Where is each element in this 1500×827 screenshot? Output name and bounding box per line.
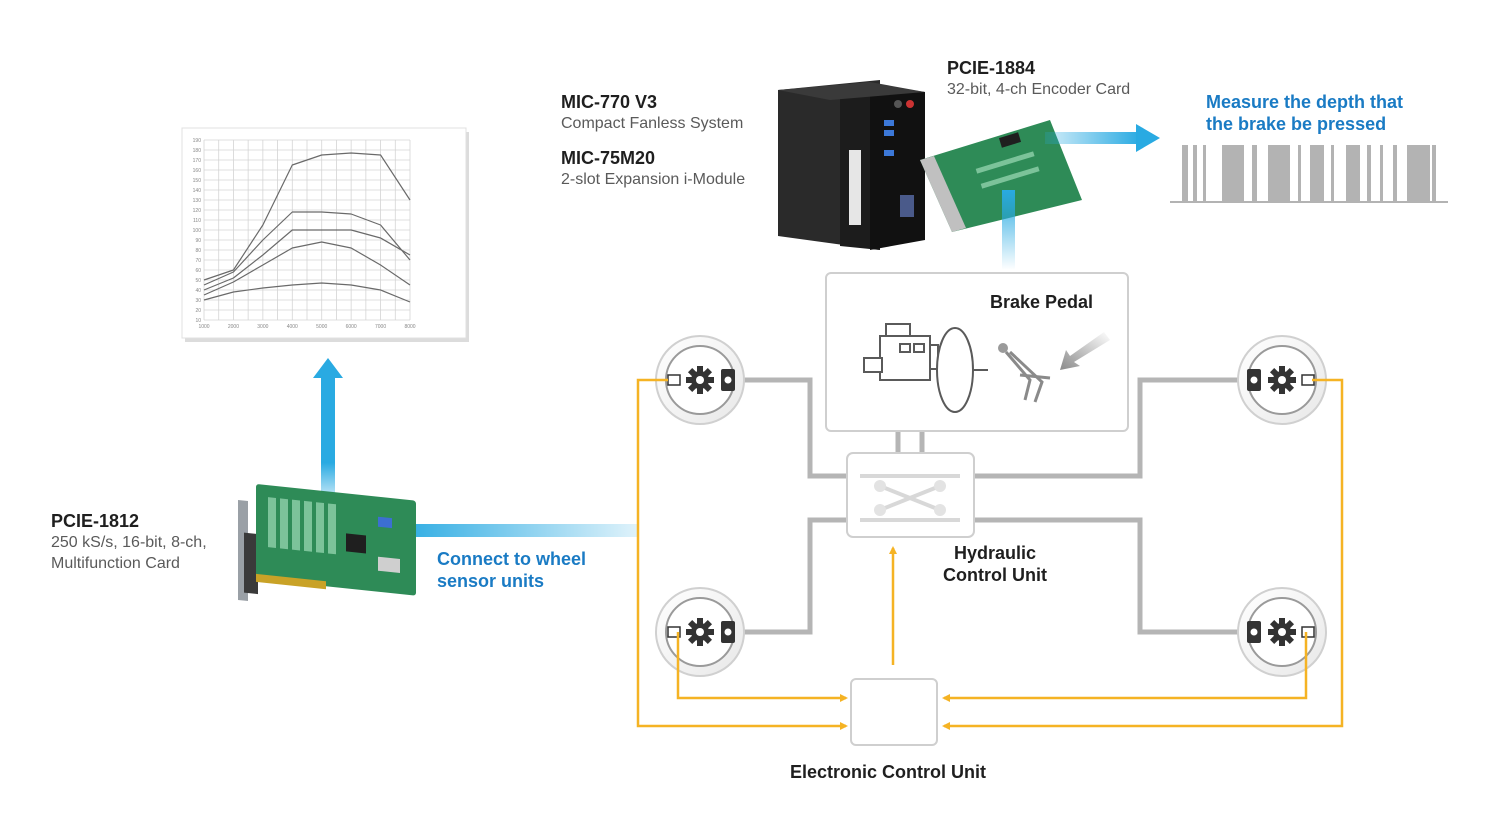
encoder-pulse-pattern — [1170, 145, 1448, 203]
chart-y-tick-label: 70 — [195, 258, 201, 264]
wheel-speed-sensor — [667, 626, 681, 638]
mic-770-title: MIC-770 V3 — [561, 92, 658, 112]
chart-x-tick-label: 5000 — [316, 324, 327, 330]
electronic-control-unit-box — [850, 678, 938, 746]
chart-y-tick-label: 90 — [195, 238, 201, 244]
measure-annotation-line1: Measure the depth that — [1206, 92, 1404, 112]
chart-x-tick-label: 8000 — [404, 324, 415, 330]
wheel-rear-left — [655, 587, 745, 677]
wheel-rear-right — [1237, 587, 1327, 677]
chart-y-tick-label: 120 — [193, 208, 202, 214]
mic-770-label: MIC-770 V3 Compact Fanless System — [561, 92, 743, 134]
chart-y-tick-label: 170 — [193, 158, 202, 164]
mic-75m20-label: MIC-75M20 2-slot Expansion i-Module — [561, 148, 745, 190]
pcie-1884-label: PCIE-1884 32-bit, 4-ch Encoder Card — [947, 58, 1130, 100]
chart-series-line-3 — [203, 229, 411, 291]
chart-x-tick-label: 3000 — [257, 324, 268, 330]
chart-y-tick-label: 140 — [193, 188, 202, 194]
wheel-speed-sensor — [667, 374, 681, 386]
wheel-front-right — [1237, 335, 1327, 425]
hcu-label-line2: Control Unit — [943, 565, 1047, 585]
chart-series — [203, 152, 411, 303]
brake-pedal-box — [825, 272, 1129, 432]
chart-x-tick-label: 4000 — [287, 324, 298, 330]
chart-y-tick-label: 10 — [195, 318, 201, 324]
ecu-label: Electronic Control Unit — [790, 762, 987, 782]
gear-icon — [686, 618, 714, 646]
pcie-1812-subtitle-line1: 250 kS/s, 16-bit, 8-ch, — [51, 534, 207, 551]
chart-x-tick-label: 2000 — [228, 324, 239, 330]
chart-y-tick-label: 100 — [193, 228, 202, 234]
chart-x-tick-label: 6000 — [346, 324, 357, 330]
hydraulic-lines — [741, 377, 1243, 635]
wheel-speed-sensor — [1301, 626, 1315, 638]
chart-tick-labels: 10 20 30 40 50 60 70 80 90 100 110 120 130 140 150 160 1… — [193, 138, 416, 330]
chart-series-line-5 — [203, 282, 411, 303]
chart-series-line-1 — [203, 152, 411, 281]
chart-y-tick-label: 40 — [195, 288, 201, 294]
chart-series-line-4 — [203, 241, 411, 296]
mic-75m20-title: MIC-75M20 — [561, 148, 656, 168]
pcie-1812-card-image — [238, 484, 416, 602]
beam-to-brake-pedal — [1002, 190, 1015, 270]
chart-y-tick-label: 160 — [193, 168, 202, 174]
gear-icon — [686, 366, 714, 394]
connect-annotation: Connect to wheel sensor units — [437, 548, 586, 592]
measure-annotation-line2: the brake be pressed — [1206, 114, 1387, 134]
measure-annotation: Measure the depth that the brake be pres… — [1206, 91, 1403, 135]
signal-lines — [636, 378, 1344, 730]
pedal-icon — [998, 343, 1051, 403]
chart-y-tick-label: 80 — [195, 248, 201, 254]
chart-y-tick-label: 50 — [195, 278, 201, 284]
hcu-label-line1: Hydraulic — [953, 543, 1037, 563]
pcie-1884-title: PCIE-1884 — [947, 58, 1036, 78]
chart-x-tick-label: 7000 — [375, 324, 386, 330]
hydraulic-control-unit-label: Hydraulic Control Unit — [930, 542, 1060, 586]
chart-y-tick-label: 150 — [193, 178, 202, 184]
chart-card — [181, 127, 467, 339]
beam-to-chart — [321, 375, 335, 510]
mic-75m20-subtitle: 2-slot Expansion i-Module — [561, 171, 746, 188]
pcie-1812-label: PCIE-1812 250 kS/s, 16-bit, 8-ch, Multif… — [51, 511, 207, 574]
press-arrow — [1060, 332, 1110, 370]
hydraulic-control-unit — [846, 452, 975, 538]
chart-y-tick-label: 110 — [193, 218, 201, 224]
chart-y-tick-label: 180 — [193, 148, 202, 154]
gear-icon — [1268, 366, 1296, 394]
beam-to-chart-arrowhead — [313, 358, 343, 378]
beam-to-measurement — [1045, 132, 1140, 144]
chart-y-tick-label: 130 — [193, 198, 202, 204]
pcie-1884-subtitle: 32-bit, 4-ch Encoder Card — [947, 81, 1131, 98]
beam-to-wheel-sensors — [395, 524, 637, 537]
chart-y-tick-label: 190 — [193, 138, 202, 144]
connect-annotation-line1: Connect to wheel — [437, 549, 587, 569]
connect-annotation-line2: sensor units — [437, 571, 545, 591]
chart-series-line-2 — [203, 211, 411, 286]
chart-y-tick-label: 60 — [195, 268, 201, 274]
beam-to-measurement-arrowhead — [1136, 124, 1160, 152]
pcie-1812-subtitle-line2: Multifunction Card — [51, 555, 180, 572]
chart-y-tick-label: 30 — [195, 298, 201, 304]
chart-y-tick-label: 20 — [195, 308, 201, 314]
chart-panel: 10 20 30 40 50 60 70 80 90 100 110 120 130 140 150 160 1… — [181, 127, 469, 342]
wheel-sensor-units — [655, 335, 1327, 677]
pcie-1884-card-image — [920, 120, 1082, 232]
brake-pedal-label: Brake Pedal — [990, 292, 1094, 312]
wheel-front-left — [655, 335, 745, 425]
mic-770-subtitle: Compact Fanless System — [561, 115, 744, 132]
pcie-1812-title: PCIE-1812 — [51, 511, 140, 531]
gear-icon — [1268, 618, 1296, 646]
mic-770-system-image — [778, 80, 925, 250]
chart-x-tick-label: 1000 — [198, 324, 209, 330]
